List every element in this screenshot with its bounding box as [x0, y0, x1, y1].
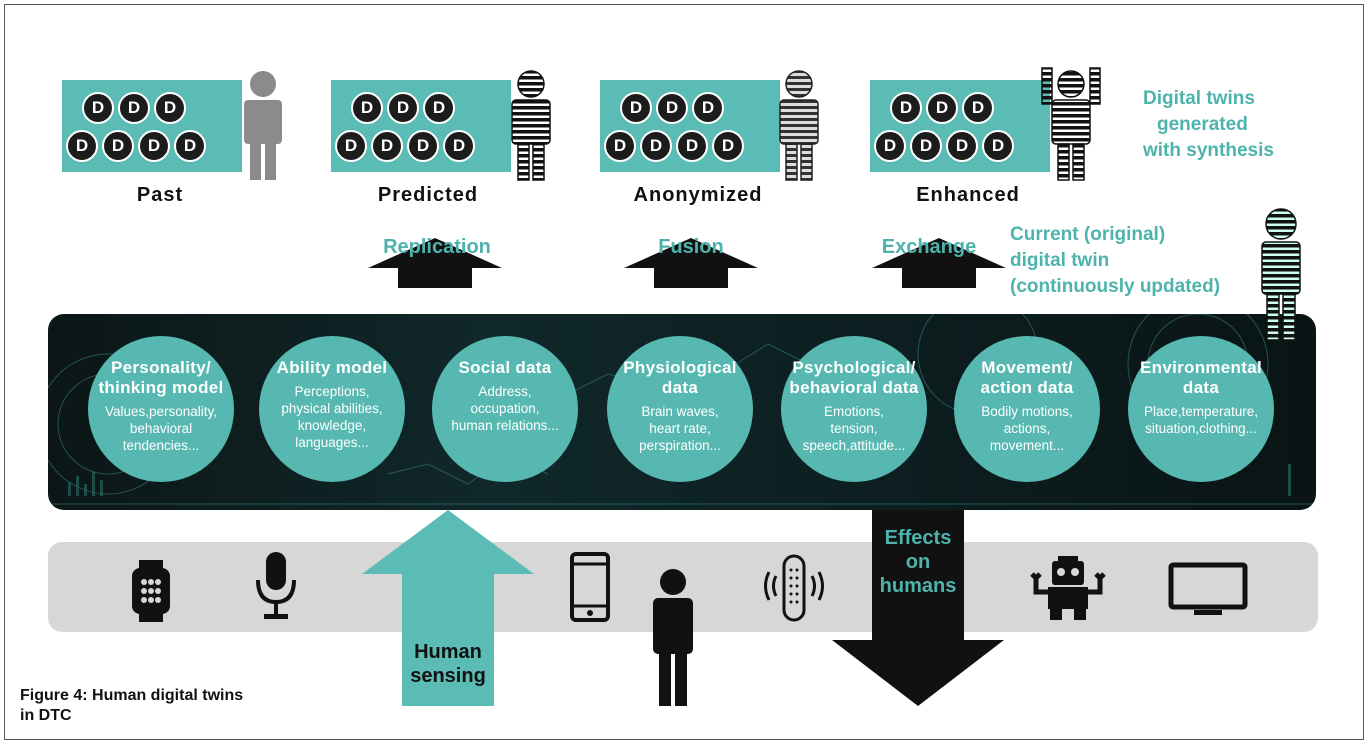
twin-predicted-d-circle: D [443, 130, 475, 162]
twin-past-d-circle: D [66, 130, 98, 162]
current-twin-note: Current (original) digital twin (continu… [1010, 224, 1221, 297]
robot-icon [1030, 556, 1106, 620]
person-past-icon [244, 71, 282, 180]
human-person-icon [653, 569, 693, 706]
twin-anonymized-d-circle: D [640, 130, 672, 162]
twin-anonymized-d-circle: D [604, 130, 636, 162]
twin-enhanced-d-circle: D [910, 130, 942, 162]
microphone-icon [256, 552, 296, 619]
twin-anonymized-d-circle: D [656, 92, 688, 124]
twin-enhanced-d-circle: D [890, 92, 922, 124]
twin-predicted-d-circle: D [351, 92, 383, 124]
synthesis-note: Digital twins generated with synthesis [1143, 88, 1274, 161]
fusion-label: Fusion [658, 236, 724, 258]
human-sensing-label: Human sensing [410, 641, 486, 687]
twin-label-enhanced: Enhanced [916, 184, 1020, 206]
twin-past-d-circle: D [138, 130, 170, 162]
twin-predicted-d-circle: D [407, 130, 439, 162]
category-personality: Personality/thinking model Values,person… [88, 336, 234, 482]
twin-anonymized-d-circle: D [620, 92, 652, 124]
twin-enhanced-d-circle: D [946, 130, 978, 162]
effects-label: Effects on humans [879, 527, 957, 597]
fusion-arrow [624, 238, 758, 288]
twin-predicted-d-circle: D [423, 92, 455, 124]
twin-past-d-circle: D [154, 92, 186, 124]
twin-anonymized-d-circle: D [692, 92, 724, 124]
exchange-label: Exchange [881, 236, 977, 258]
current-twin-person-icon [1261, 208, 1301, 341]
category-movement: Movement/action data Bodily motions,acti… [954, 336, 1100, 482]
twin-label-anonymized: Anonymized [633, 184, 763, 206]
twin-anonymized-d-circle: D [676, 130, 708, 162]
person-predicted-icon [511, 70, 551, 181]
twin-label-past: Past [136, 184, 184, 206]
smart-speaker-icon [764, 554, 824, 622]
smartwatch-icon [132, 560, 170, 622]
person-anonymized-icon [779, 70, 819, 181]
twin-enhanced-d-circle: D [962, 92, 994, 124]
category-ability: Ability model Perceptions,physical abili… [259, 336, 405, 482]
twin-label-predicted: Predicted [377, 184, 479, 206]
human-sensing-arrow [362, 510, 534, 706]
twin-past-d-circle: D [82, 92, 114, 124]
exchange-arrow [872, 238, 1006, 288]
twin-anonymized-d-circle: D [712, 130, 744, 162]
smartphone-icon [570, 552, 610, 622]
person-enhanced-icon [1041, 67, 1101, 181]
twin-past-d-circle: D [174, 130, 206, 162]
replication-label: Replication [383, 236, 491, 258]
replication-arrow [368, 238, 502, 288]
twin-past-d-circle: D [102, 130, 134, 162]
monitor-icon [1168, 562, 1248, 615]
twin-enhanced-d-circle: D [926, 92, 958, 124]
twin-enhanced-d-circle: D [874, 130, 906, 162]
category-social: Social data Address,occupation,human rel… [432, 336, 578, 482]
twin-predicted-d-circle: D [387, 92, 419, 124]
twin-past-d-circle: D [118, 92, 150, 124]
effects-arrow [832, 510, 1004, 706]
figure-caption: Figure 4: Human digital twins in DTC [20, 687, 244, 724]
twin-predicted-d-circle: D [371, 130, 403, 162]
twin-predicted-d-circle: D [335, 130, 367, 162]
category-psychological: Psychological/behavioral data Emotions,t… [781, 336, 927, 482]
figure-frame [4, 4, 1364, 740]
twin-enhanced-d-circle: D [982, 130, 1014, 162]
